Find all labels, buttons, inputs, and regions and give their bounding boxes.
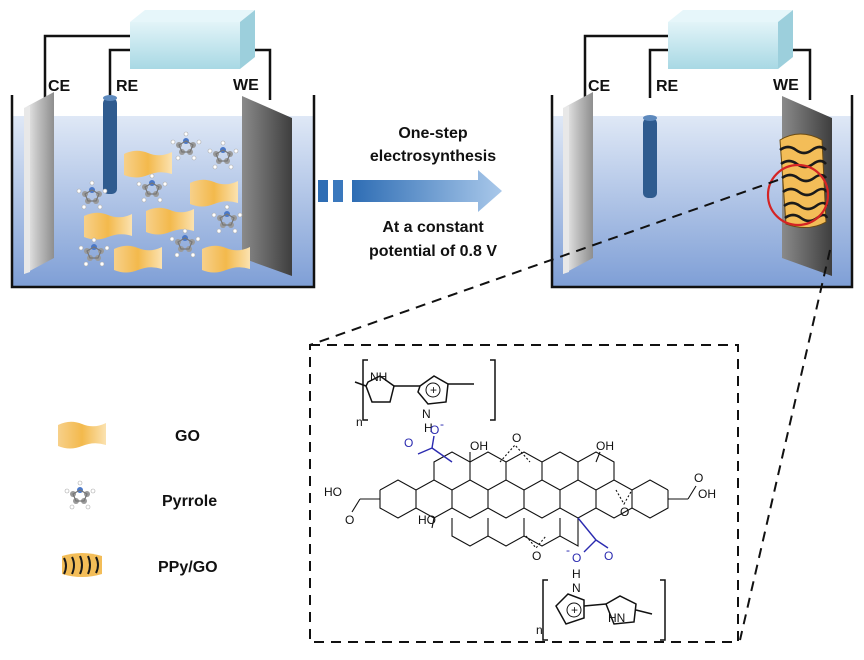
o-right: O: [694, 471, 703, 485]
h-bottom: H: [572, 567, 581, 581]
coo-top-minus: -: [440, 417, 444, 431]
epoxy-o-1: O: [512, 431, 521, 445]
legend-item-ppy-go: PPy/GO: [62, 553, 218, 577]
arrow-dash-1: [318, 180, 328, 202]
left-potentiostat-box: [130, 10, 255, 69]
legend-ppy-go-label: PPy/GO: [158, 559, 218, 576]
n-subscript-bottom: n: [536, 623, 543, 637]
coo-bottom-minus: -: [566, 543, 570, 557]
right-ce-wire: [583, 34, 670, 100]
oh-1: OH: [470, 439, 488, 453]
graphene-oxide-sheet: [351, 444, 697, 549]
oh-right: OH: [698, 487, 716, 501]
hn-bottom: HN: [608, 611, 625, 625]
polypyrrole-top: [354, 359, 496, 421]
left-reference-electrode: [103, 95, 117, 194]
o-left: O: [345, 513, 354, 527]
plus-top: +: [430, 383, 437, 397]
n-bottom: N: [572, 581, 581, 595]
nh-top: NH: [370, 370, 387, 384]
process-arrow-group: One-step electrosynthesis At a constant …: [318, 125, 502, 260]
right-re-wire: [648, 48, 670, 98]
legend-go-label: GO: [175, 428, 200, 445]
left-ce-label: CE: [48, 78, 71, 95]
left-electrochemical-cell: CE RE WE: [10, 10, 316, 289]
epoxy-o-2: O: [532, 549, 541, 563]
right-we-label: WE: [773, 77, 799, 94]
process-arrow: [352, 170, 502, 212]
cation-circle-top: [425, 382, 441, 398]
right-counter-electrode: [563, 92, 593, 274]
legend-item-go: GO: [58, 421, 200, 449]
right-ce-label: CE: [588, 78, 611, 95]
process-label-line2: electrosynthesis: [370, 148, 496, 165]
ho-left: HO: [324, 485, 342, 499]
condition-label-line2: potential of 0.8 V: [369, 243, 497, 260]
right-reference-electrode: [643, 115, 657, 198]
coo-bottom-o: O: [604, 549, 613, 563]
cation-circle-bottom: [566, 602, 582, 618]
left-re-wire: [108, 48, 132, 98]
coo-top-o: O: [404, 436, 413, 450]
legend-item-pyrrole: Pyrrole: [64, 480, 217, 510]
left-re-label: RE: [116, 78, 139, 95]
plus-bottom: +: [571, 603, 578, 617]
legend: GO Pyrrole PPy/GO: [58, 421, 218, 577]
right-re-label: RE: [656, 78, 679, 95]
go-sheet-icon: [58, 421, 106, 449]
legend-pyrrole-label: Pyrrole: [162, 493, 217, 510]
highlight-ring: [766, 163, 830, 227]
polypyrrole-bottom: [542, 579, 666, 641]
left-beaker: [10, 95, 316, 289]
zoom-callout-lines: [309, 179, 831, 641]
n-subscript-top: n: [356, 415, 363, 429]
ppy-go-film: [779, 133, 829, 228]
n-top: N: [422, 407, 431, 421]
left-working-electrode: [242, 96, 292, 276]
oh-2: OH: [596, 439, 614, 453]
carboxylate-top: [417, 435, 453, 463]
left-counter-electrode: [24, 92, 54, 274]
right-potentiostat-box: [668, 10, 793, 69]
left-ce-wire: [43, 34, 132, 100]
carboxylate-bottom: [577, 517, 609, 553]
coo-top-ominus: O: [430, 423, 439, 437]
ppy-go-icon: [62, 553, 102, 577]
right-beaker: [550, 95, 854, 289]
right-electrochemical-cell: CE RE WE: [550, 10, 854, 289]
process-label-line1: One-step: [398, 125, 468, 142]
arrow-dash-2: [333, 180, 343, 202]
ho-bottom: HO: [418, 513, 436, 527]
ppy-go-chemical-structure: NH + N H n: [324, 359, 716, 641]
coo-bottom-ominus: O: [572, 551, 581, 565]
condition-label-line1: At a constant: [382, 219, 484, 236]
left-we-label: WE: [233, 77, 259, 94]
epoxy-o-3: O: [620, 505, 629, 519]
pyrrole-molecule-icon: [64, 480, 96, 510]
h-top: H: [424, 421, 433, 435]
